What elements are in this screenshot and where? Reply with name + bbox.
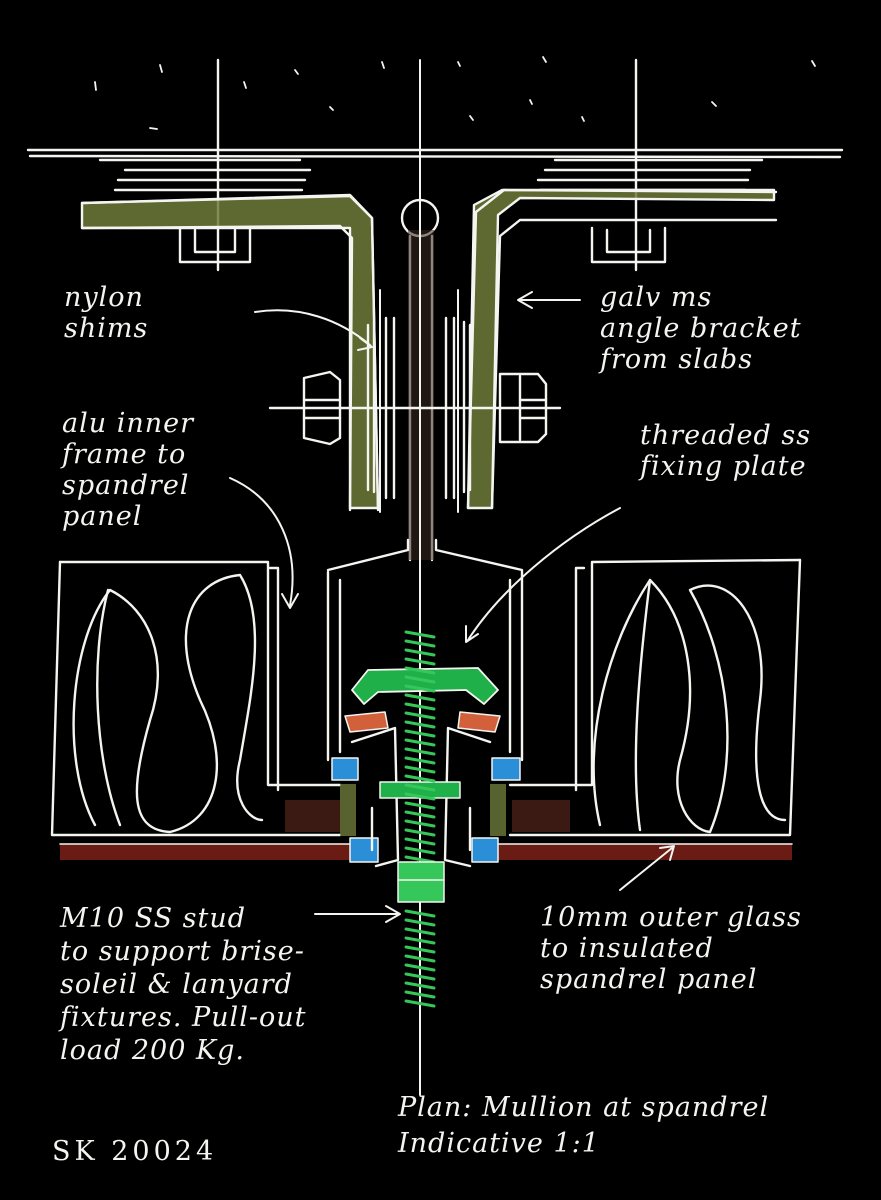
bracket-bolt bbox=[268, 370, 562, 446]
retaining-clips bbox=[331, 757, 521, 863]
label-outer-glass: 10mm outer glass to insulated spandrel p… bbox=[540, 902, 802, 995]
plan-title: Plan: Mullion at spandrel Indicative 1:1 bbox=[398, 1092, 770, 1159]
fixing-plate bbox=[351, 667, 499, 705]
mullion-box bbox=[326, 59, 524, 1096]
angle-bracket-right bbox=[466, 188, 778, 510]
gaskets bbox=[344, 711, 501, 733]
spandrel-panel-right bbox=[508, 558, 802, 837]
pressure-plate bbox=[340, 726, 506, 868]
sketch-number: SK 20024 bbox=[52, 1136, 218, 1167]
label-inner-frame: alu inner frame to spandrel panel bbox=[62, 408, 195, 532]
spandrel-panel-left bbox=[50, 560, 342, 837]
slab-anchor-right bbox=[536, 58, 764, 272]
slab-anchor-left bbox=[98, 58, 312, 272]
label-angle-bracket: galv ms angle bracket from slabs bbox=[600, 282, 802, 375]
m10-stud bbox=[397, 630, 445, 1008]
label-nylon-shims: nylon shims bbox=[64, 282, 149, 344]
leader-lines bbox=[229, 291, 675, 923]
label-fixing-plate: threaded ss fixing plate bbox=[640, 420, 812, 482]
slab-edge bbox=[26, 56, 844, 159]
outer-glass bbox=[59, 843, 793, 860]
label-stud: M10 SS stud to support brise- soleil & l… bbox=[60, 903, 307, 1066]
